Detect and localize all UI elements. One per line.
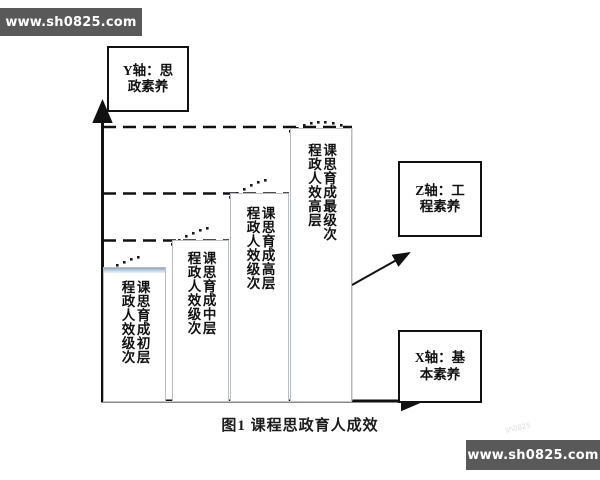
x-axis-label-box: X轴：基 本素养 [398, 330, 482, 403]
y-axis-label-box: Y轴：思 政素养 [107, 46, 189, 112]
bar-label-column-left: 程政人效级次 [185, 251, 201, 335]
bar-label-column-left: 程政人效高层 [306, 143, 321, 227]
bar-level-2[interactable]: 课思育成中层 程政人效级次 [172, 240, 229, 401]
bar-level-4[interactable]: 课思育成最级次 程政人效高层 [290, 128, 352, 401]
y-axis-label-line2: 政素养 [127, 79, 169, 94]
bar-label-4: 课思育成最级次 程政人效高层 [291, 143, 351, 241]
bar-level-1[interactable]: 课思育成初层 程政人效级次 [103, 267, 166, 401]
x-axis-label-line1: X轴：基 [414, 350, 466, 366]
x-axis-label-line2: 本素养 [419, 366, 461, 382]
watermark-bottom: www.sh0825.com [466, 440, 600, 470]
bar-label-column-right: 课思育成最级次 [321, 143, 337, 241]
bar-label-column-left: 程政人效级次 [244, 206, 260, 290]
z-axis-label-line1: Z轴：工 [415, 182, 465, 198]
bar-label-column-left: 程政人效级次 [119, 280, 135, 364]
z-axis-arrow [351, 252, 411, 286]
bar-label-column-right: 课思育成高层 [259, 206, 275, 290]
watermark-top: www.sh0825.com [0, 8, 142, 36]
bar-level-3[interactable]: 课思育成高层 程政人效级次 [230, 193, 289, 401]
figure-caption: 图1 课程思政育人成效 [221, 418, 379, 434]
bar-label-column-right: 课思育成中层 [200, 251, 216, 335]
bar-label-3: 课思育成高层 程政人效级次 [231, 206, 288, 290]
bar-label-2: 课思育成中层 程政人效级次 [173, 251, 228, 335]
bar-label-column-right: 课思育成初层 [134, 280, 150, 364]
y-axis-label-line1: Y轴：思 [122, 62, 174, 78]
z-axis-label-box: Z轴：工 程素养 [398, 161, 482, 237]
bar-label-1: 课思育成初层 程政人效级次 [104, 280, 165, 364]
bar-accent-cap [104, 268, 165, 273]
z-axis-label-line2: 程素养 [419, 199, 461, 214]
